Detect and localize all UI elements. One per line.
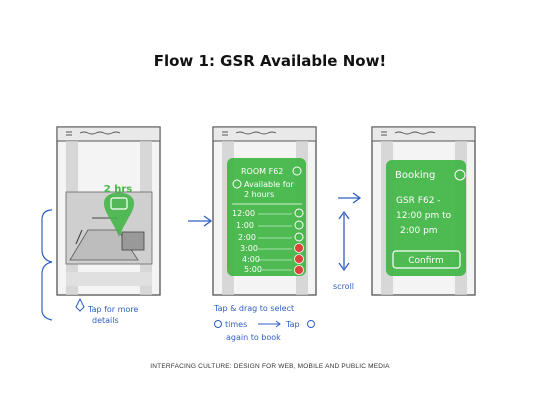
screen-2: ROOM F62 Available for 2 hours 12:00 1:0… — [212, 126, 317, 296]
time-slot-label: 4:00 — [242, 255, 260, 264]
time-slot[interactable]: 5:00 — [244, 265, 304, 275]
flow-arrow-1 — [188, 215, 213, 227]
time-slot[interactable]: 1:00 — [236, 220, 304, 230]
bottom-bar-1 — [66, 272, 152, 286]
status-bar-squiggle-1 — [66, 131, 121, 136]
scroll-arrow — [338, 210, 350, 272]
room-name: ROOM F62 — [241, 167, 283, 176]
tap-bracket — [41, 209, 53, 321]
tap-hand-icon — [75, 297, 85, 312]
time-slot-label: 2:00 — [238, 233, 256, 242]
close-icon[interactable] — [292, 166, 302, 176]
select-check-icon — [214, 320, 222, 328]
booking-heading: Booking — [395, 170, 435, 181]
slot-available-icon[interactable] — [294, 208, 304, 218]
status-bar-squiggle-2 — [222, 131, 277, 136]
booking-room: GSR F62 - — [396, 196, 441, 206]
slot-available-icon[interactable] — [294, 220, 304, 230]
screen-3: Booking GSR F62 - 12:00 pm to 2:00 pm Co… — [371, 126, 476, 296]
time-slot[interactable]: 4:00 — [242, 254, 304, 265]
drag-select-tap: Tap — [285, 320, 300, 329]
book-circle-icon — [307, 320, 315, 328]
booking-time-from: 12:00 pm to — [396, 211, 452, 221]
time-slot[interactable]: 2:00 — [238, 232, 304, 242]
drag-select-line-1: Tap & drag to select — [213, 304, 294, 313]
status-bar-squiggle-3 — [381, 131, 436, 136]
tap-more-line-1: Tap for more — [87, 305, 138, 314]
time-slot[interactable]: 12:00 — [232, 208, 304, 218]
slot-booked-icon[interactable] — [294, 254, 304, 264]
screen-1: 2 hrs — [56, 126, 161, 296]
booking-time-to: 2:00 pm — [400, 226, 438, 236]
drag-select-line-2: times — [225, 320, 247, 329]
time-slot-label: 12:00 — [232, 209, 255, 218]
duration-badge: 2 hrs — [104, 184, 132, 195]
room-icon — [110, 197, 128, 210]
check-icon — [232, 179, 242, 189]
flow-title: Flow 1: GSR Available Now! — [153, 52, 387, 70]
time-slot[interactable]: 3:00 — [240, 243, 304, 254]
slot-booked-icon[interactable] — [294, 243, 304, 253]
time-slot-label: 3:00 — [240, 244, 258, 253]
drag-select-line-3: again to book — [226, 333, 281, 342]
flow-arrow-2 — [338, 192, 362, 204]
smiley-icon — [454, 169, 466, 181]
confirm-button-label: Confirm — [408, 256, 443, 266]
availability-line-1: Available for — [244, 180, 294, 189]
photo-chair-1 — [121, 231, 145, 251]
slot-available-icon[interactable] — [294, 232, 304, 242]
tap-more-line-2: details — [92, 316, 119, 325]
tap-again-arrow — [258, 320, 281, 328]
slot-booked-icon[interactable] — [294, 265, 304, 275]
time-slot-label: 5:00 — [244, 265, 262, 274]
footer-credit: INTERFACING CULTURE: DESIGN FOR WEB, MOB… — [150, 363, 390, 370]
confirm-button[interactable] — [392, 250, 461, 269]
availability-line-2: 2 hours — [244, 190, 274, 199]
booking-card — [386, 160, 466, 276]
scroll-label: scroll — [333, 282, 354, 291]
availability-card — [227, 158, 306, 276]
time-slot-label: 1:00 — [236, 221, 254, 230]
